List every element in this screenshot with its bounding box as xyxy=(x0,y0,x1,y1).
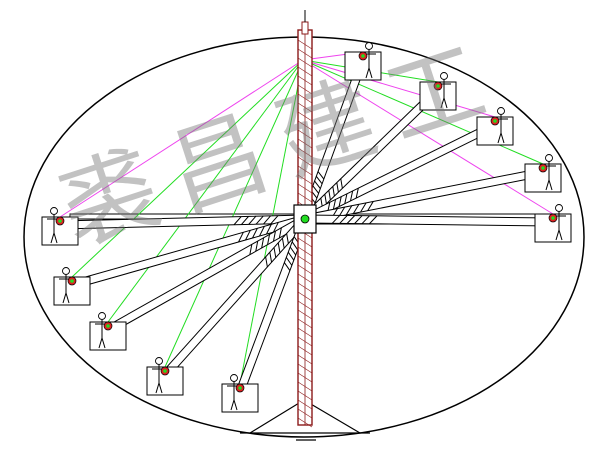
arm xyxy=(303,167,545,224)
gondola xyxy=(41,207,79,246)
cable xyxy=(164,59,304,368)
cable xyxy=(302,59,496,118)
cable xyxy=(302,59,554,215)
cable xyxy=(107,59,304,323)
gondola xyxy=(419,72,457,111)
gondola xyxy=(476,107,514,146)
gondola xyxy=(53,267,91,306)
gondola xyxy=(534,204,572,243)
cable xyxy=(302,59,544,165)
gondola xyxy=(146,357,184,396)
gondola xyxy=(524,154,562,193)
gondola xyxy=(344,42,382,81)
central-tower xyxy=(293,10,317,428)
cable xyxy=(71,59,304,278)
passenger-gondolas xyxy=(41,42,572,413)
gondola xyxy=(89,312,127,351)
gondola xyxy=(221,374,259,413)
tower-base xyxy=(240,399,370,441)
arm xyxy=(105,214,308,335)
cable xyxy=(59,59,304,218)
